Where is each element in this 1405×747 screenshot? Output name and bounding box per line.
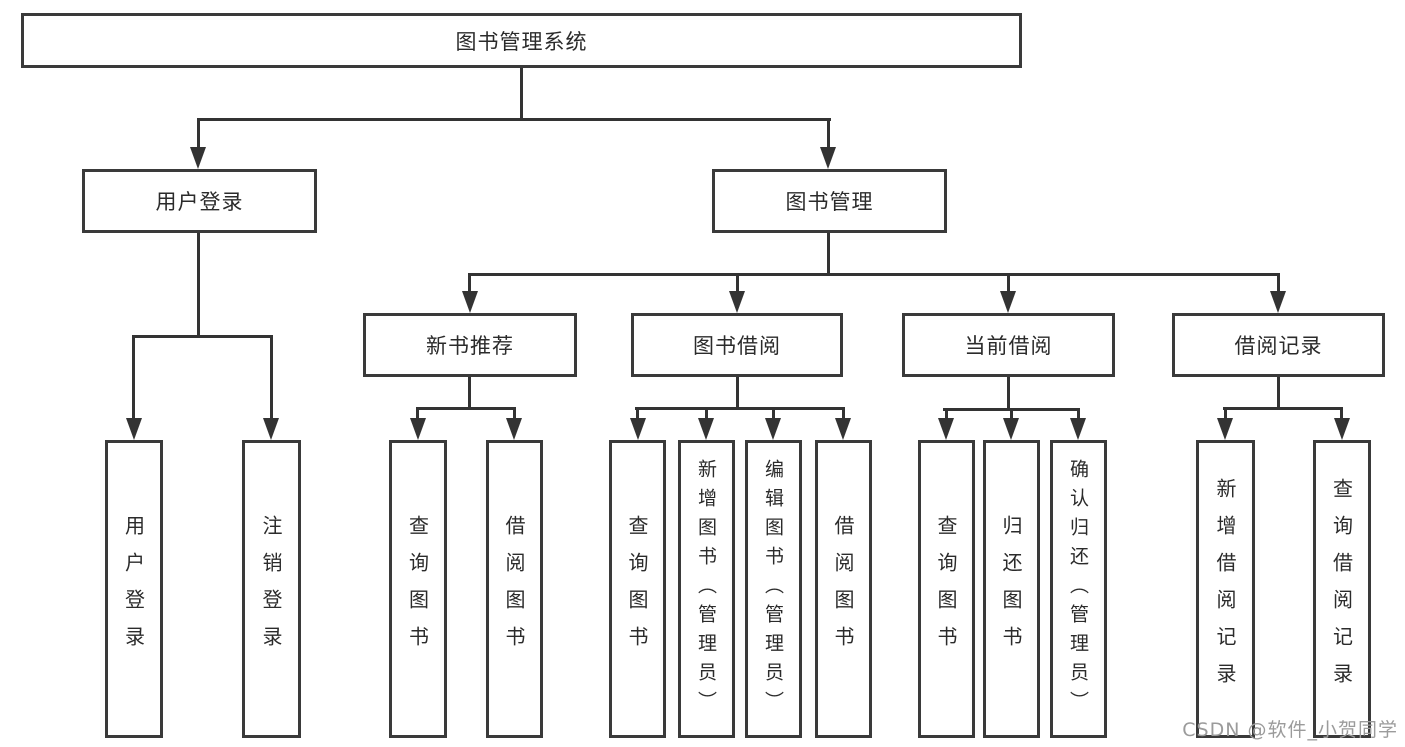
arrow-down-icon [1270, 291, 1286, 313]
connector-line [635, 407, 845, 410]
connector-line [1007, 377, 1010, 410]
leaf-user-login: 用户登录 [105, 440, 163, 738]
leaf-label: 确认归还（管理员） [1067, 458, 1089, 720]
connector-line [636, 407, 639, 421]
connector-line [842, 407, 845, 421]
arrow-down-icon [462, 291, 478, 313]
node-label: 借阅记录 [1234, 334, 1323, 358]
leaf-label: 借阅图书 [502, 515, 526, 663]
leaf-query-books-borrowing: 查询图书 [609, 440, 666, 738]
node-label: 图书借阅 [693, 334, 781, 358]
arrow-down-icon [1000, 291, 1016, 313]
connector-line [132, 335, 135, 421]
leaf-label: 查询图书 [934, 515, 958, 663]
connector-line [197, 233, 200, 338]
connector-line [1277, 273, 1280, 295]
connector-line [513, 407, 516, 421]
arrow-down-icon [1003, 418, 1019, 440]
arrow-down-icon [729, 291, 745, 313]
node-new-book-recommend: 新书推荐 [363, 313, 577, 377]
connector-line [468, 273, 1280, 276]
connector-line [1277, 377, 1280, 409]
leaf-label: 新增借阅记录 [1213, 478, 1237, 700]
node-book-borrowing: 图书借阅 [631, 313, 843, 377]
connector-line [1077, 408, 1080, 421]
leaf-return-books: 归还图书 [983, 440, 1040, 738]
node-label: 图书管理系统 [455, 29, 588, 54]
arrow-down-icon [765, 418, 781, 440]
connector-line [945, 408, 948, 421]
leaf-edit-books-admin: 编辑图书（管理员） [745, 440, 802, 738]
leaf-label: 归还图书 [999, 515, 1023, 663]
leaf-logout: 注销登录 [242, 440, 301, 738]
arrow-down-icon [938, 418, 954, 440]
connector-line [270, 335, 273, 421]
leaf-label: 查询借阅记录 [1329, 478, 1354, 700]
connector-line [132, 335, 273, 338]
connector-line [705, 407, 708, 421]
arrow-down-icon [410, 418, 426, 440]
arrow-down-icon [698, 418, 714, 440]
connector-line [736, 377, 739, 409]
leaf-label: 查询图书 [625, 515, 649, 663]
arrow-down-icon [263, 418, 279, 440]
connector-line [827, 118, 830, 153]
connector-line [416, 407, 419, 421]
connector-line [520, 68, 523, 120]
connector-line [1010, 408, 1013, 421]
leaf-label: 查询图书 [405, 515, 430, 663]
leaf-add-books-admin: 新增图书（管理员） [678, 440, 735, 738]
connector-line [468, 377, 471, 409]
arrow-down-icon [506, 418, 522, 440]
node-book-management: 图书管理 [712, 169, 947, 233]
leaf-query-borrow-record: 查询借阅记录 [1313, 440, 1371, 738]
arrow-down-icon [1334, 418, 1350, 440]
connector-line [197, 118, 200, 153]
connector-line [736, 273, 739, 295]
node-label: 用户登录 [155, 190, 244, 214]
arrow-down-icon [835, 418, 851, 440]
node-label: 图书管理 [785, 190, 874, 214]
node-user-login: 用户登录 [82, 169, 317, 233]
arrow-down-icon [126, 418, 142, 440]
leaf-borrow-books: 借阅图书 [815, 440, 872, 738]
leaf-label: 编辑图书（管理员） [762, 458, 784, 720]
arrow-down-icon [1217, 418, 1233, 440]
leaf-add-borrow-record: 新增借阅记录 [1196, 440, 1255, 738]
node-current-borrowing: 当前借阅 [902, 313, 1115, 377]
connector-line [416, 407, 516, 410]
node-borrowing-records: 借阅记录 [1172, 313, 1385, 377]
connector-line [1340, 407, 1343, 421]
connector-line [827, 233, 830, 276]
leaf-confirm-return-admin: 确认归还（管理员） [1050, 440, 1107, 738]
connector-line [468, 273, 471, 295]
arrow-down-icon [190, 147, 206, 169]
leaf-query-books-current: 查询图书 [918, 440, 975, 738]
leaf-label: 注销登录 [259, 515, 283, 663]
arrow-down-icon [630, 418, 646, 440]
leaf-borrow-books-recommend: 借阅图书 [486, 440, 543, 738]
leaf-query-books-recommend: 查询图书 [389, 440, 447, 738]
node-root-library-system: 图书管理系统 [21, 13, 1022, 68]
connector-line [1223, 407, 1343, 410]
arrow-down-icon [820, 147, 836, 169]
leaf-label: 借阅图书 [831, 515, 855, 663]
connector-line [1007, 273, 1010, 295]
connector-line [772, 407, 775, 421]
leaf-label: 新增图书（管理员） [695, 458, 717, 720]
leaf-label: 用户登录 [121, 515, 146, 663]
node-label: 新书推荐 [426, 334, 514, 358]
connector-line [197, 118, 831, 121]
arrow-down-icon [1070, 418, 1086, 440]
connector-line [1224, 407, 1227, 421]
node-label: 当前借阅 [964, 334, 1053, 358]
csdn-watermark: CSDN @软件_小贺同学 [1182, 719, 1398, 741]
